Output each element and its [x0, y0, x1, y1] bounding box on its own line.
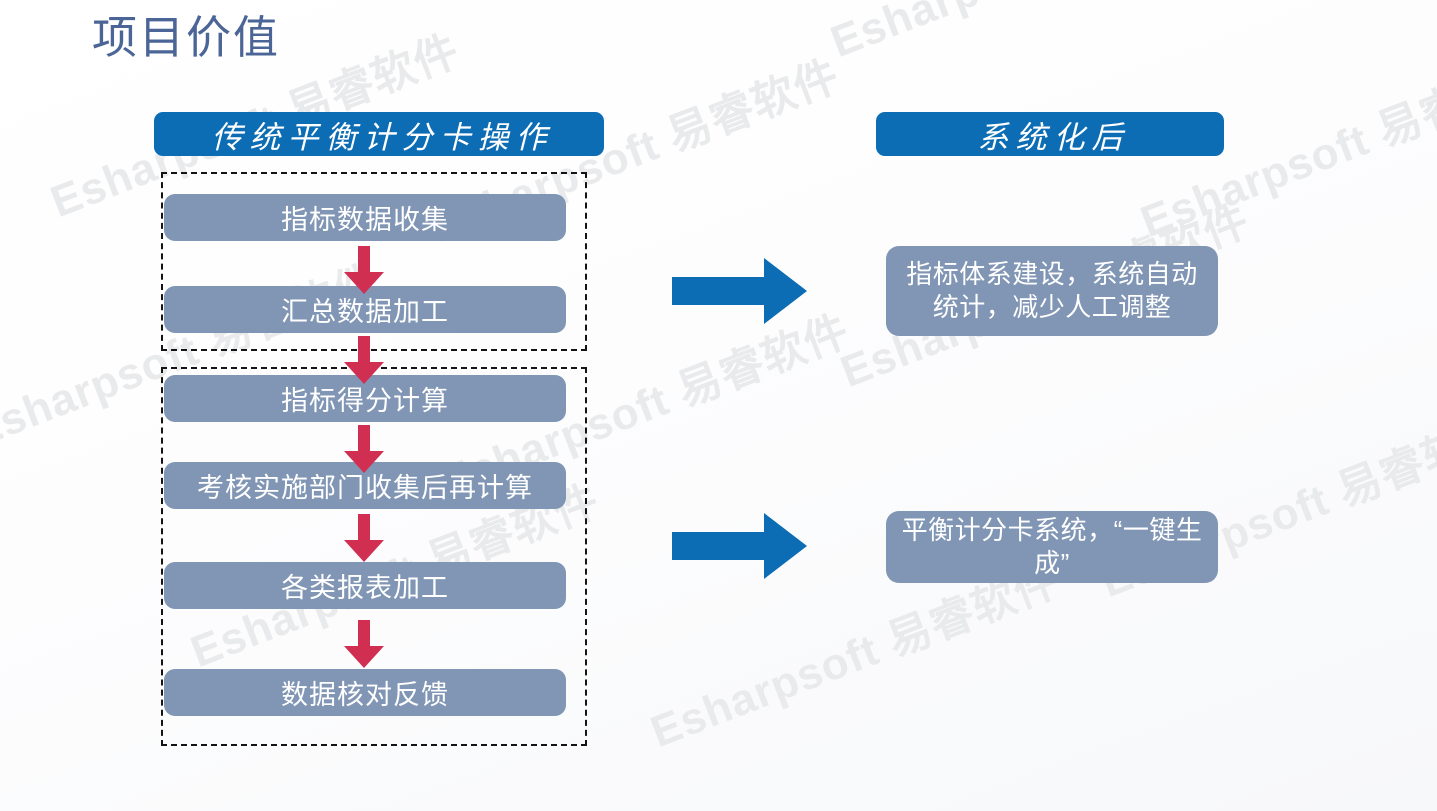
- down-arrow-icon-2: [344, 336, 384, 384]
- column-header-traditional: 传统平衡计分卡操作: [154, 112, 604, 156]
- step-box-aggregate-data-processing: 汇总数据加工: [164, 286, 566, 333]
- step-box-department-recalculation: 考核实施部门收集后再计算: [164, 462, 566, 509]
- watermark-text: Esharpsoft 易睿软件: [820, 0, 1247, 70]
- down-arrow-icon-1: [344, 246, 384, 294]
- down-arrow-icon-4: [344, 514, 384, 562]
- dashed-group-data-collection: [161, 172, 587, 351]
- step-box-report-processing: 各类报表加工: [164, 562, 566, 609]
- right-arrow-icon-2: [672, 513, 807, 579]
- down-arrow-icon-5: [344, 620, 384, 668]
- down-arrow-icon-3: [344, 425, 384, 473]
- right-arrow-icon-1: [672, 258, 807, 324]
- page-title: 项目价值: [92, 12, 281, 63]
- result-box-one-click-generation: 平衡计分卡系统，“一键生成”: [886, 511, 1218, 583]
- column-header-systemized: 系统化后: [876, 112, 1224, 156]
- result-box-indicator-system: 指标体系建设，系统自动统计，减少人工调整: [886, 246, 1218, 336]
- step-box-data-verification-feedback: 数据核对反馈: [164, 669, 566, 716]
- step-box-collect-indicator-data: 指标数据收集: [164, 194, 566, 241]
